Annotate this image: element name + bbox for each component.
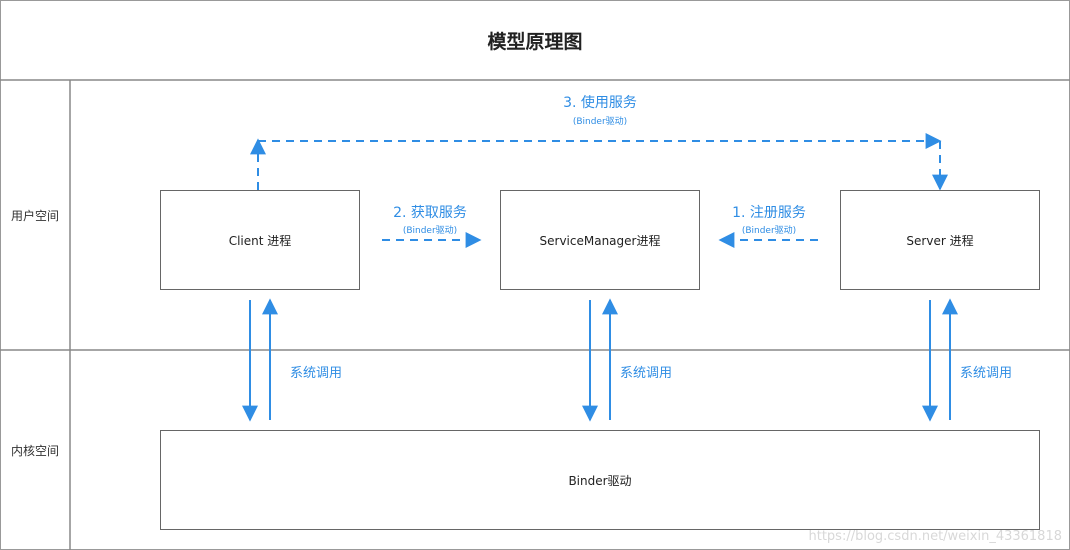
get-service-label: 2. 获取服务 bbox=[393, 205, 467, 221]
client-process-label: Client 进程 bbox=[228, 233, 292, 248]
register-service-label: 1. 注册服务 bbox=[732, 205, 806, 221]
client-syscall-arrows bbox=[242, 298, 278, 422]
register-service-sublabel: (Binder驱动) bbox=[741, 226, 797, 236]
use-service-connector bbox=[250, 133, 948, 191]
kernel-space-label: 内核空间 bbox=[10, 444, 59, 458]
server-syscall-arrows bbox=[922, 298, 958, 422]
binder-driver-label: Binder驱动 bbox=[568, 473, 632, 488]
server-process-box: Server 进程 bbox=[840, 190, 1040, 290]
service-manager-syscall-label: 系统调用 bbox=[620, 366, 673, 381]
service-manager-process-box: ServiceManager进程 bbox=[500, 190, 700, 290]
client-process-box: Client 进程 bbox=[160, 190, 360, 290]
service-manager-syscall-arrows bbox=[582, 298, 618, 422]
binder-driver-box: Binder驱动 bbox=[160, 430, 1040, 530]
get-service-sublabel: (Binder驱动) bbox=[402, 226, 458, 236]
service-manager-process-label: ServiceManager进程 bbox=[539, 233, 661, 248]
watermark: https://blog.csdn.net/weixin_43361818 bbox=[808, 529, 1062, 544]
use-service-label: 3. 使用服务 bbox=[563, 95, 637, 111]
use-service-sublabel: (Binder驱动) bbox=[572, 117, 628, 127]
server-syscall-label: 系统调用 bbox=[960, 366, 1013, 381]
user-space-label: 用户空间 bbox=[10, 209, 59, 223]
server-process-label: Server 进程 bbox=[906, 233, 974, 248]
client-syscall-label: 系统调用 bbox=[290, 366, 343, 381]
diagram-title: 模型原理图 bbox=[487, 30, 583, 53]
